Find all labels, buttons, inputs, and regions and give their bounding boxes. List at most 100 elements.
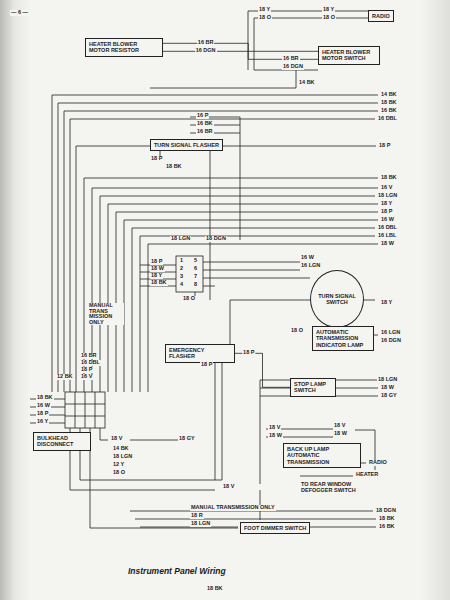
wire-label: 18 Y: [380, 201, 393, 207]
component-name: HEATER BLOWER MOTOR SWITCH: [322, 49, 376, 62]
pin-number: 1: [179, 258, 184, 264]
component-name: RADIO: [372, 13, 390, 19]
pin-number: 7: [193, 274, 198, 280]
wire-label: 16 BR: [197, 41, 215, 47]
radio-box: RADIO: [368, 10, 394, 22]
wire-label: HEATER: [355, 472, 379, 478]
wire-label: 14 BK: [380, 92, 398, 98]
wire-label: 18 O: [258, 15, 272, 21]
wire-label: 18 R: [190, 513, 204, 519]
component-name: TURN SIGNAL SWITCH: [315, 293, 359, 306]
wire-label: 16 DGN: [282, 64, 304, 70]
wire-label: 16 V: [80, 374, 93, 380]
pin-number: 3: [179, 274, 184, 280]
connector-cavities: [65, 392, 105, 428]
wire-label: 18 V: [222, 484, 276, 490]
wire-label: 16 DBL: [377, 116, 398, 122]
component-name: BACK UP LAMP AUTOMATIC TRANSMISSION: [287, 446, 357, 465]
wire-label: 18 V: [333, 423, 346, 429]
wire-label: 18 Y: [380, 300, 393, 306]
wire-label: 12 Y: [112, 462, 125, 468]
component-name: HEATER BLOWER MOTOR RESISTOR: [89, 41, 159, 54]
wire-label: 14 BK: [298, 80, 316, 86]
wire-label: 12 BK: [56, 374, 74, 380]
wire-label: 16 W: [300, 255, 315, 261]
figure-caption: Instrument Panel Wiring: [128, 566, 226, 576]
component-name: EMERGENCY FLASHER: [169, 347, 231, 360]
flasher-box: TURN SIGNAL FLASHER: [150, 139, 223, 151]
wire-label: 16 BR: [196, 129, 214, 135]
wire-label: 18 BK: [378, 516, 396, 522]
wire-label: 18 LGN: [377, 377, 398, 383]
wire-label: 16 W: [380, 217, 395, 223]
upper-wires: [150, 70, 296, 300]
pin-number: 8: [193, 282, 198, 288]
wire-label: 16 BR: [80, 353, 98, 359]
wire-label: 18 Y: [258, 7, 271, 13]
pin-number: 2: [179, 266, 184, 272]
wire-label: 18 BK: [150, 280, 168, 286]
wire-label: 18 O: [290, 328, 304, 334]
wire-label: 18 P: [200, 362, 213, 368]
wire-label: 18 W: [380, 385, 395, 391]
flasher-box: EMERGENCY FLASHER: [165, 344, 235, 363]
wire-label: 16 BK: [380, 108, 398, 114]
bulkhead-connector: [65, 392, 105, 428]
lamp-box: AUTOMATIC TRANSMISSION INDICATOR LAMP: [312, 326, 374, 351]
wire-label: 18 P: [150, 259, 163, 265]
wire-label: 18 LGN: [190, 521, 211, 527]
wire-label: 18 W: [268, 433, 283, 439]
wire-label: 18 DGN: [375, 508, 397, 514]
wire-label: 18 V: [110, 436, 123, 442]
wire-label: 18 BK: [206, 586, 224, 592]
wire-label: 18 O: [322, 15, 336, 21]
wire-label: 18 DGN: [205, 236, 227, 242]
lower-right-wires: [215, 335, 378, 520]
switch-box: HEATER BLOWER MOTOR SWITCH: [318, 46, 380, 65]
pin-number: 4: [179, 282, 184, 288]
bus-wires: [52, 95, 148, 392]
wire-label: 18 W: [333, 431, 348, 437]
wire-label: 16 W: [36, 403, 51, 409]
wire-label: 18 Y: [150, 273, 163, 279]
wire-label: 16 DGN: [195, 49, 217, 55]
wiring-connector: [176, 256, 203, 292]
wire-label: — 6 —: [10, 10, 29, 16]
wire-label: 18 P: [380, 209, 393, 215]
wire-label: 18 Y: [322, 7, 335, 13]
wire-label: 16 DBL: [377, 225, 398, 231]
bulkhead-box: BULKHEAD DISCONNECT: [33, 432, 91, 451]
wire: [235, 353, 290, 387]
resistor-box: HEATER BLOWER MOTOR RESISTOR: [85, 38, 163, 57]
wire-label: 16 Y: [36, 419, 49, 425]
lamp-box: BACK UP LAMP AUTOMATIC TRANSMISSION: [283, 443, 361, 468]
wire-label: 18 P: [80, 367, 93, 373]
wire-label: 18 LGN: [112, 454, 133, 460]
wire-label: 18 P: [378, 143, 391, 149]
wire-label: MANUAL TRANSMISSION ONLY: [190, 505, 276, 511]
wire-label: 18 O: [182, 296, 196, 302]
wire-label: 16 BK: [196, 121, 214, 127]
wire: [163, 43, 318, 51]
wire-label: TO REAR WINDOW DEFOGGER SWITCH: [300, 482, 372, 493]
wire-label: 16 BR: [282, 56, 300, 62]
wire-label: 16 LGN: [380, 330, 401, 336]
wire-label: 16 V: [380, 185, 393, 191]
wire-label: 18 BK: [380, 100, 398, 106]
pin-number: 6: [193, 266, 198, 272]
wire-label: 18 BK: [36, 395, 54, 401]
wire-label: 18 GY: [380, 393, 398, 399]
wire-label: 16 P: [196, 113, 209, 119]
wire-label: 18 BK: [165, 164, 183, 170]
wire-label: MANUAL TRANS MISSION ONLY: [88, 303, 124, 325]
switch-box: FOOT DIMMER SWITCH: [240, 522, 310, 534]
wire-label: 18 P: [150, 156, 163, 162]
wire-label: 16 BK: [378, 524, 396, 530]
component-name: TURN SIGNAL FLASHER: [154, 142, 219, 148]
wire-label: RADIO: [368, 460, 388, 466]
wire-label: 16 DBL: [80, 360, 101, 366]
wire-label: 16 DGN: [380, 338, 402, 344]
wire-label: 18 P: [242, 351, 255, 357]
wire-label: 18 P: [36, 411, 49, 417]
